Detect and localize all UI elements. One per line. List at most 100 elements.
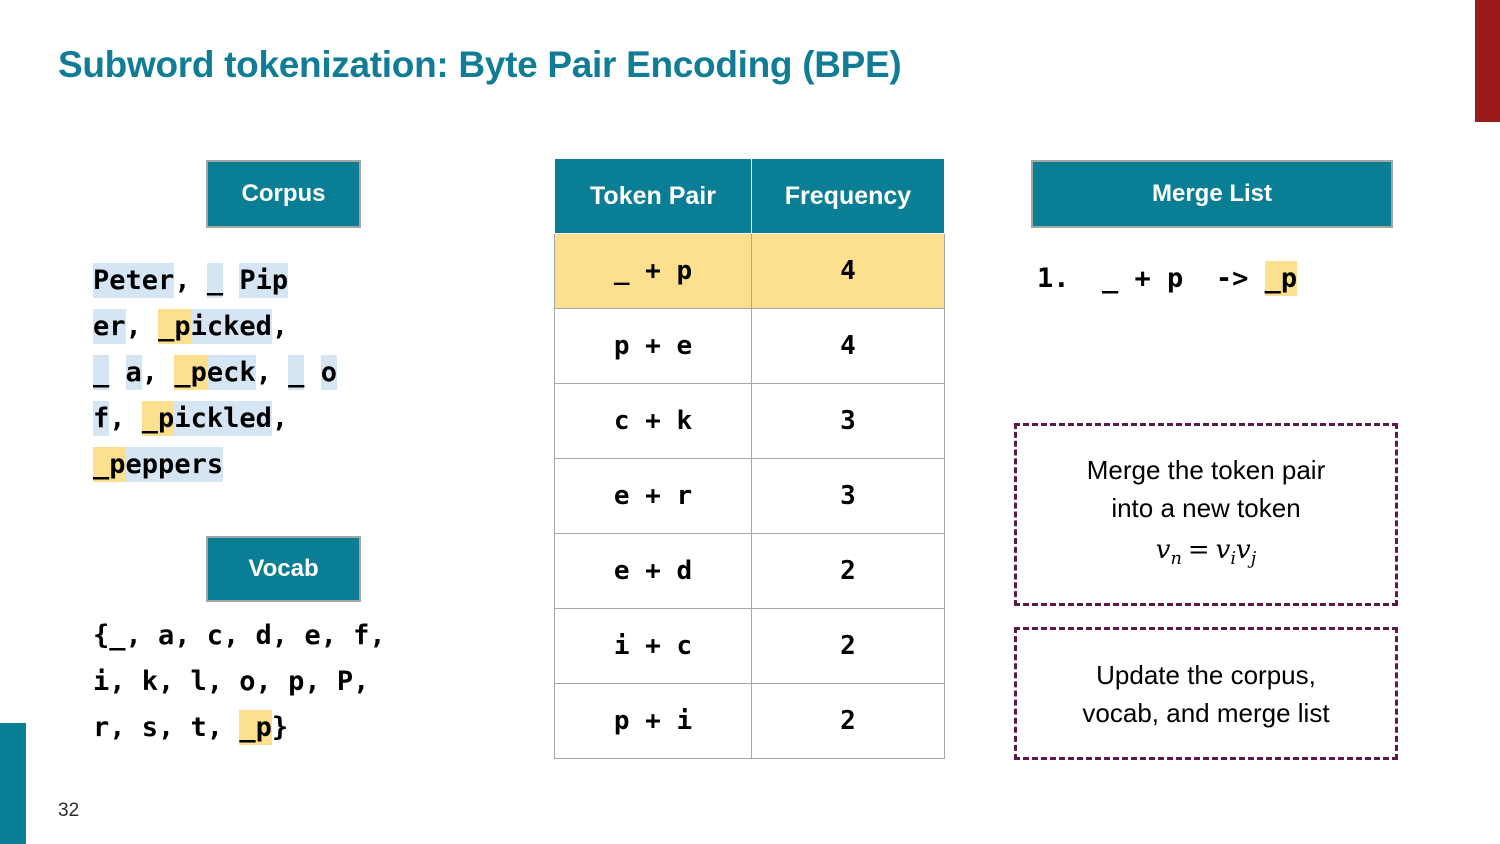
token-separator: ,	[174, 265, 191, 296]
token-separator: ,	[271, 311, 289, 342]
token-chip: d	[255, 309, 272, 344]
token-chip: f	[93, 401, 110, 436]
token-chip: c	[223, 355, 240, 390]
token-chip: i	[255, 263, 272, 298]
note-update-line-1: Update the corpus,	[1096, 659, 1316, 690]
token-separator: ,	[255, 357, 272, 388]
token-chip: r	[158, 263, 175, 298]
cell-token-pair: p + i	[554, 683, 752, 759]
cell-frequency: 3	[751, 458, 945, 534]
cell-token-pair: c + k	[554, 383, 752, 459]
token-separator: }	[271, 712, 289, 743]
cell-frequency: 2	[751, 683, 945, 759]
merge-item-arrow: ->	[1183, 263, 1265, 294]
note-merge-line-1: Merge the token pair	[1086, 454, 1326, 485]
token-chip: p	[141, 447, 159, 482]
token-chip: c	[190, 401, 207, 436]
token-chip: _p	[174, 355, 207, 390]
token-chip: e	[239, 309, 256, 344]
token-chip: k	[239, 355, 256, 390]
cell-token-pair: _ + p	[554, 233, 752, 309]
corpus-row: _ a, _peck, _ o	[93, 350, 337, 396]
note-update-line-2: vocab, and merge list	[1082, 697, 1330, 728]
merge-item-pair: _ + p	[1069, 263, 1184, 294]
token-chip: d	[255, 401, 272, 436]
column-header-token-pair: Token Pair	[554, 158, 752, 234]
merge-list-item: 1. _ + p -> _p	[1037, 261, 1298, 296]
note-update-corpus: Update the corpus, vocab, and merge list	[1014, 627, 1398, 760]
merge-item-index: 1.	[1037, 263, 1070, 294]
token-chip: P	[93, 263, 110, 298]
token-chip: o	[320, 355, 337, 390]
token-chip: p	[158, 447, 175, 482]
bottom-left-accent-bar	[0, 723, 26, 844]
token-chip: a	[125, 355, 142, 390]
token-chip: s	[206, 447, 224, 482]
corpus-header-chip: Corpus	[206, 160, 361, 228]
vocab-row: {_, a, c, d, e, f,	[93, 613, 386, 659]
merge-list-header-chip: Merge List	[1031, 160, 1393, 228]
token-separator: ,	[141, 357, 159, 388]
token-separator: ,	[125, 311, 142, 342]
page-number: 32	[58, 800, 80, 821]
formula-rhs1-var: v	[1215, 534, 1231, 565]
corpus-row: er, _picked,	[93, 304, 337, 350]
cell-frequency: 4	[751, 308, 945, 384]
token-chip: _p	[93, 447, 126, 482]
token-separator: ,	[271, 403, 289, 434]
token-chip: k	[223, 309, 240, 344]
token-chip: r	[190, 447, 207, 482]
token-chip: c	[206, 309, 224, 344]
formula-lhs-sub: n	[1170, 549, 1182, 570]
token-chip: e	[206, 355, 224, 390]
formula-rhs2-var: v	[1236, 534, 1251, 565]
column-header-frequency: Frequency	[751, 158, 945, 234]
corpus-header-label: Corpus	[241, 180, 326, 207]
cell-frequency: 2	[751, 608, 945, 684]
vocab-text-block: {_, a, c, d, e, f, i, k, l, o, p, P, r, s,…	[93, 613, 386, 751]
token-chip: P	[239, 263, 256, 298]
token-chip: _p	[141, 401, 175, 436]
table-header-row: Token Pair Frequency	[554, 158, 945, 234]
cell-token-pair: e + d	[554, 533, 752, 609]
token-separator	[304, 357, 320, 388]
vocab-header-chip: Vocab	[206, 536, 361, 602]
token-chip: e	[174, 447, 191, 482]
note-merge-token-pair: Merge the token pair into a new token vn…	[1014, 423, 1398, 606]
token-chip: e	[125, 447, 142, 482]
token-separator	[223, 265, 239, 296]
token-chip: e	[239, 401, 256, 436]
formula-rhs1-sub: i	[1230, 549, 1237, 570]
token-chip: _p	[239, 710, 272, 745]
vocab-header-label: Vocab	[248, 555, 319, 582]
merge-list-header-label: Merge List	[1151, 180, 1273, 207]
token-chip: p	[271, 263, 289, 298]
token-chip: e	[109, 263, 126, 298]
corpus-row: _peppers	[93, 442, 337, 488]
formula-equals: =	[1187, 534, 1210, 565]
cell-frequency: 2	[751, 533, 945, 609]
formula-rhs2-sub: j	[1250, 549, 1257, 570]
token-separator: {_, a, c, d, e, f,	[93, 620, 386, 651]
cell-frequency: 4	[751, 233, 945, 309]
token-chip: r	[109, 309, 126, 344]
token-separator	[109, 357, 125, 388]
token-chip: t	[125, 263, 142, 298]
token-separator: r, s, t,	[93, 712, 240, 743]
top-right-accent-bar	[1475, 0, 1500, 122]
vocab-row: i, k, l, o, p, P,	[93, 659, 386, 705]
token-chip: _p	[158, 309, 191, 344]
token-separator: ,	[109, 403, 126, 434]
merge-item-result: _p	[1264, 261, 1298, 296]
formula-lhs-var: v	[1155, 534, 1171, 565]
token-chip: i	[190, 309, 207, 344]
token-chip: l	[223, 401, 240, 436]
token-chip: e	[141, 263, 159, 298]
note-merge-line-2: into a new token	[1111, 492, 1301, 523]
page-title: Subword tokenization: Byte Pair Encoding…	[58, 44, 902, 85]
